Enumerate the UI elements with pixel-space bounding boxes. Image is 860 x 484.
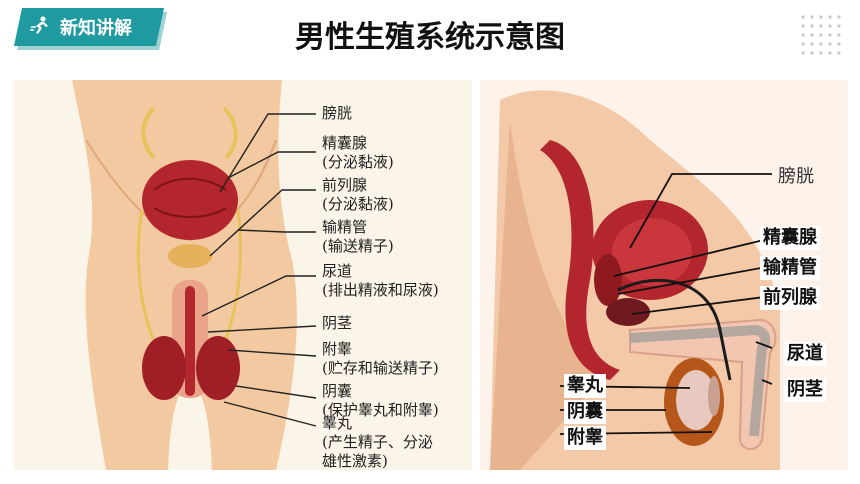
label-vas-deferens-side: 输精管 bbox=[760, 256, 820, 280]
testis-shape bbox=[676, 370, 716, 430]
label-urethra: 尿道(排出精液和尿液) bbox=[322, 262, 439, 299]
label-prostate: 前列腺(分泌黏液) bbox=[322, 176, 394, 213]
side-view-panel: 膀胱 精囊腺 输精管 前列腺 尿道 阴茎 睾丸 阴囊 附睾 bbox=[480, 80, 848, 470]
dot-grid-decoration bbox=[801, 15, 841, 55]
label-penis-side: 阴茎 bbox=[784, 378, 826, 402]
testis-right bbox=[196, 336, 240, 400]
label-epididymis-side: 附睾 bbox=[564, 426, 606, 450]
label-seminal-vesicle-side: 精囊腺 bbox=[760, 226, 820, 250]
label-scrotum: 阴囊(保护睾丸和附睾) bbox=[322, 382, 439, 419]
label-prostate-side: 前列腺 bbox=[760, 286, 820, 310]
label-testis-side: 睾丸 bbox=[564, 374, 606, 398]
rectum-shape bbox=[540, 140, 620, 380]
label-scrotum-side: 阴囊 bbox=[564, 400, 606, 424]
label-testis: 睾丸(产生精子、分泌雄性激素) bbox=[322, 414, 433, 470]
seminal-vesicle-shape bbox=[594, 254, 622, 306]
epididymis-shape bbox=[708, 376, 720, 416]
label-urethra-side: 尿道 bbox=[784, 342, 826, 366]
runner-icon bbox=[30, 16, 48, 34]
prostate-shape bbox=[606, 298, 650, 326]
badge-label: 新知讲解 bbox=[60, 18, 132, 39]
label-epididymis: 附睾(贮存和输送精子) bbox=[322, 340, 439, 377]
prostate-shape bbox=[168, 244, 212, 268]
label-seminal-vesicle: 精囊腺(分泌黏液) bbox=[322, 134, 394, 171]
testis-left bbox=[142, 336, 186, 400]
label-bladder-side: 膀胱 bbox=[778, 166, 814, 187]
front-view-illustration bbox=[72, 80, 317, 470]
label-penis: 阴茎 bbox=[322, 314, 353, 332]
label-vas-deferens: 输精管(输送精子) bbox=[322, 218, 394, 255]
front-view-panel: 膀胱 精囊腺(分泌黏液) 前列腺(分泌黏液) 输精管(输送精子) 尿道(排出精液… bbox=[14, 80, 472, 470]
label-bladder: 膀胱 bbox=[322, 104, 353, 122]
body-silhouette bbox=[72, 80, 297, 470]
penis-shape bbox=[629, 318, 777, 450]
bladder-shape bbox=[142, 160, 238, 240]
page-title: 男性生殖系统示意图 bbox=[295, 20, 565, 55]
